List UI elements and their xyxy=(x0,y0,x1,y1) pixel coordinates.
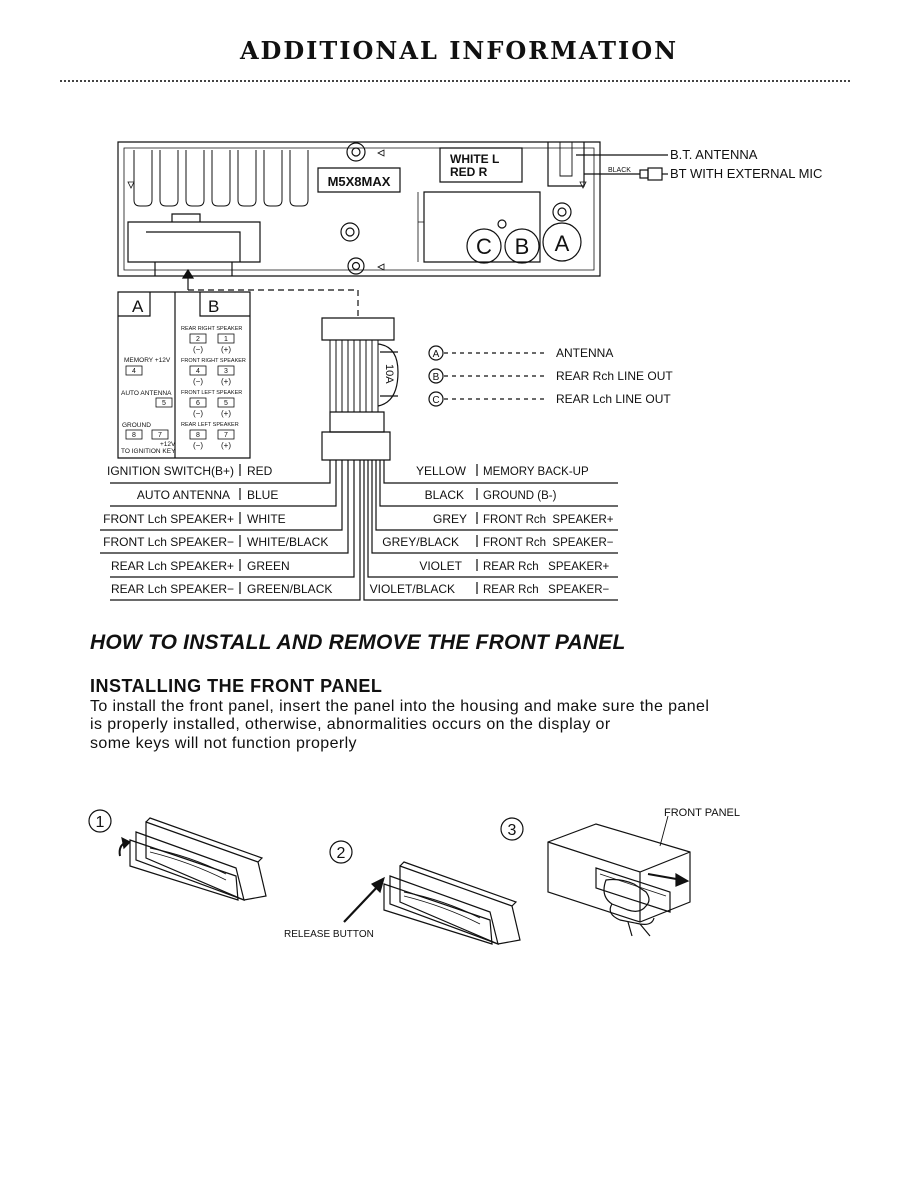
pin-a7: 7 xyxy=(158,432,162,439)
section-subheading: INSTALLING THE FRONT PANEL xyxy=(90,676,383,696)
wire-right-color-2: BLACK xyxy=(425,488,464,502)
polarity-neg-3: (−) xyxy=(193,409,203,418)
pin-a8: 8 xyxy=(132,432,136,439)
pin-b5: 5 xyxy=(224,400,228,407)
wire-right-color-1: YELLOW xyxy=(416,464,467,478)
pin-b7: 7 xyxy=(224,432,228,439)
pin-b4: 4 xyxy=(196,368,200,375)
instruction-line-2: is properly installed, otherwise, abnorm… xyxy=(90,716,611,733)
pin-a4: 4 xyxy=(132,368,136,375)
polarity-neg-2: (−) xyxy=(193,377,203,386)
polarity-pos-4: (+) xyxy=(221,441,231,450)
legend-letter-c: C xyxy=(432,395,439,406)
rr-speaker-label: REAR RIGHT SPEAKER xyxy=(181,326,242,332)
memory-label: MEMORY +12V xyxy=(124,357,171,364)
wire-left-color-5: GREEN xyxy=(247,559,290,573)
polarity-neg-1: (−) xyxy=(193,345,203,354)
pin-b2: 2 xyxy=(196,336,200,343)
wire-right-func-4: FRONT Rch SPEAKER− xyxy=(483,537,614,549)
wire-right-func-6: REAR Rch SPEAKER− xyxy=(483,584,610,596)
wire-left-func-5: REAR Lch SPEAKER+ xyxy=(111,559,234,573)
wire-right-color-4: GREY/BLACK xyxy=(382,535,459,549)
wire-left-func-4: FRONT Lch SPEAKER− xyxy=(103,535,234,549)
wire-left-func-2: AUTO ANTENNA xyxy=(137,488,230,502)
wire-right-color-5: VIOLET xyxy=(419,559,462,573)
wire-left-color-6: GREEN/BLACK xyxy=(247,582,332,596)
plus12-label: +12V xyxy=(160,441,176,448)
legend-rear-r: REAR Rch LINE OUT xyxy=(556,369,673,383)
wire-right-func-1: MEMORY BACK-UP xyxy=(483,466,589,478)
pin-table-b-header: B xyxy=(208,297,219,316)
pin-a5: 5 xyxy=(162,400,166,407)
legend-letter-a: A xyxy=(433,349,440,360)
pin-b6: 6 xyxy=(196,400,200,407)
pin-b8: 8 xyxy=(196,432,200,439)
wire-left-color-2: BLUE xyxy=(247,488,278,502)
rca-label-1: WHITE L xyxy=(450,152,499,166)
instruction-line-1: To install the front panel, insert the p… xyxy=(90,698,710,715)
black-tag: BLACK xyxy=(608,167,631,174)
legend-antenna: ANTENNA xyxy=(556,346,613,360)
ground-label: GROUND xyxy=(122,422,151,429)
wire-right-func-5: REAR Rch SPEAKER+ xyxy=(483,561,610,573)
pin-table-a-header: A xyxy=(132,297,144,316)
wire-left-func-6: REAR Lch SPEAKER− xyxy=(111,582,234,596)
fl-speaker-label: FRONT LEFT SPEAKER xyxy=(181,390,242,396)
polarity-neg-4: (−) xyxy=(193,441,203,450)
front-panel-label: FRONT PANEL xyxy=(664,807,740,819)
wire-left-func-3: FRONT Lch SPEAKER+ xyxy=(103,512,234,526)
rl-speaker-label: REAR LEFT SPEAKER xyxy=(181,422,239,428)
polarity-pos-3: (+) xyxy=(221,409,231,418)
instruction-line-3: some keys will not function properly xyxy=(90,735,357,752)
section-heading: HOW TO INSTALL AND REMOVE THE FRONT PANE… xyxy=(90,631,626,654)
wire-right-color-6: VIOLET/BLACK xyxy=(370,582,455,596)
wire-left-color-1: RED xyxy=(247,464,273,478)
step-3-number: 3 xyxy=(508,822,517,839)
socket-b: B xyxy=(515,234,530,259)
step-2-number: 2 xyxy=(337,845,346,862)
bt-antenna-label: B.T. ANTENNA xyxy=(670,147,758,162)
fuse-label: 10A xyxy=(383,364,395,384)
polarity-pos-1: (+) xyxy=(221,345,231,354)
legend-letter-b: B xyxy=(433,372,440,383)
model-badge: M5X8MAX xyxy=(328,174,391,189)
wire-right-color-3: GREY xyxy=(433,512,467,526)
bt-mic-label: BT WITH EXTERNAL MIC xyxy=(670,166,822,181)
polarity-pos-2: (+) xyxy=(221,377,231,386)
legend-rear-l: REAR Lch LINE OUT xyxy=(556,392,671,406)
fr-speaker-label: FRONT RIGHT SPEAKER xyxy=(181,358,246,364)
wire-left-color-4: WHITE/BLACK xyxy=(247,535,328,549)
wire-right-func-2: GROUND (B-) xyxy=(483,490,557,502)
wire-right-func-3: FRONT Rch SPEAKER+ xyxy=(483,514,614,526)
auto-antenna-label: AUTO ANTENNA xyxy=(121,390,172,397)
release-button-label: RELEASE BUTTON xyxy=(284,929,374,940)
socket-c: C xyxy=(476,234,492,259)
pin-b1: 1 xyxy=(224,336,228,343)
title-divider xyxy=(60,80,850,82)
wiring-diagram: M5X8MAX WHITE L RED R C B A B.T. ANTENNA… xyxy=(100,141,822,601)
pin-b3: 3 xyxy=(224,368,228,375)
ignition-key-label: TO IGNITION KEY xyxy=(121,448,176,455)
rca-label-2: RED R xyxy=(450,165,488,179)
step-1-number: 1 xyxy=(96,814,105,831)
wire-left-color-3: WHITE xyxy=(247,512,286,526)
page-title: ADDITIONAL INFORMATION xyxy=(239,36,679,65)
socket-a: A xyxy=(555,231,570,256)
wire-left-func-1: IGNITION SWITCH(B+) xyxy=(107,464,234,478)
